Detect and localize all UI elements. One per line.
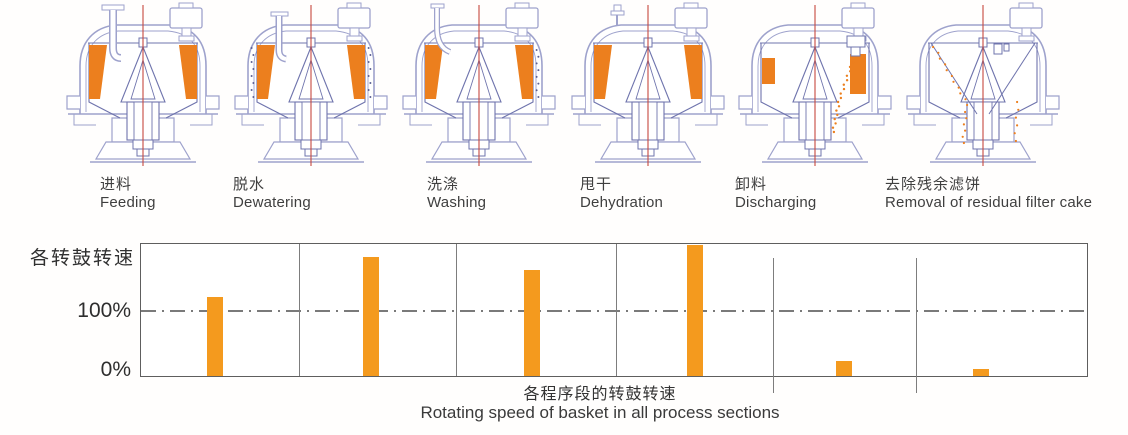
chart-tick-100: 100% [77, 299, 131, 322]
stage-label-zh: 进料 [100, 176, 133, 193]
centrifuge-diagram-discharging [738, 2, 892, 166]
chart-section-divider-partial [916, 258, 917, 393]
chart-section-divider-partial [773, 258, 774, 393]
stage-label-zh: 脱水 [233, 176, 266, 193]
chart-y-axis-label: 各转鼓转速 [29, 248, 135, 269]
reference-line-100pct [141, 310, 1087, 312]
centrifuge-diagram-dehydration [571, 2, 725, 166]
chart-section-divider [456, 244, 457, 376]
chart-section-divider [299, 244, 300, 376]
stage-label-zh: 洗涤 [427, 176, 460, 193]
machine-dehydration [563, 2, 733, 170]
machine-feeding [58, 2, 228, 170]
stage-label-zh: 卸料 [735, 176, 768, 193]
chart-bar-dehydration [687, 245, 703, 376]
stage-label-en: Washing [427, 194, 487, 211]
chart-title-zh: 各程序段的转鼓转速 [523, 386, 677, 403]
machine-residual-removal [898, 2, 1068, 170]
stage-label-zh: 去除残余滤饼 [885, 176, 982, 193]
centrifuge-diagram-dewatering [234, 2, 388, 166]
centrifuge-diagram-washing [402, 2, 556, 166]
stage-label-zh: 甩干 [580, 176, 613, 193]
chart-bar-discharging [836, 361, 852, 376]
machine-washing [394, 2, 564, 170]
chart-bar-washing [524, 270, 540, 376]
centrifuge-diagram-feeding [66, 2, 220, 166]
chart-title-en: Rotating speed of basket in all process … [420, 403, 780, 422]
stage-label-en: Dehydration [580, 194, 664, 211]
chart-tick-0: 0% [100, 358, 131, 381]
chart-title: 各程序段的转鼓转速 Rotating speed of basket in al… [100, 386, 1100, 422]
stage-label-en: Removal of residual filter cake [885, 194, 1093, 211]
chart-plot-area [140, 243, 1088, 393]
stage-label-en: Feeding [100, 194, 156, 211]
chart-bar-feeding [207, 296, 223, 376]
machine-dewatering [226, 2, 396, 170]
centrifuge-diagram-residual-removal [906, 2, 1060, 166]
chart-section-divider [616, 244, 617, 376]
stage-label-en: Dewatering [233, 194, 311, 211]
stage-label-en: Discharging [735, 194, 817, 211]
machine-discharging [730, 2, 900, 170]
chart-bar-dewatering [363, 257, 379, 376]
chart-bar-residual-removal [973, 368, 989, 376]
